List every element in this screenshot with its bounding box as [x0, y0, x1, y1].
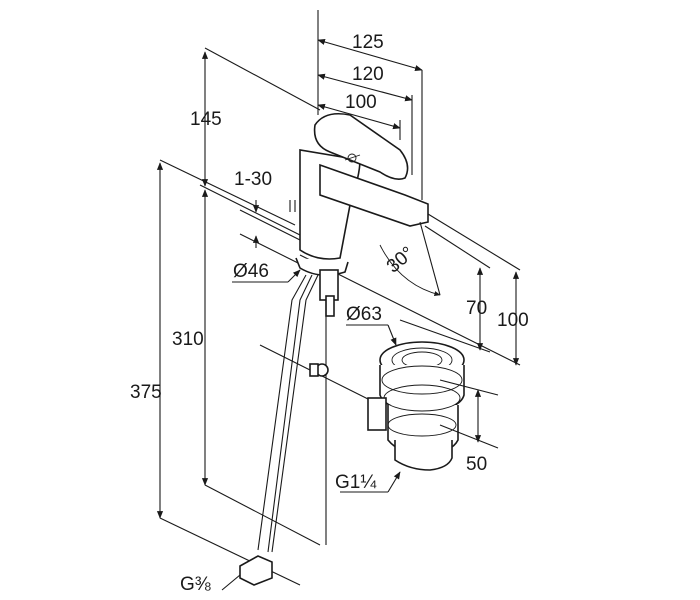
- pop-up-rod: [259, 300, 381, 545]
- waste-thread-dimension: G1¼: [335, 471, 401, 493]
- dim-g114: G1¼: [335, 472, 377, 493]
- spout: [319, 163, 429, 227]
- dim-diameter-63: Ø63: [346, 304, 382, 325]
- dim-100-right: 100: [497, 310, 529, 331]
- dim-diameter-46: Ø46: [233, 261, 269, 282]
- dim-100-top: 100: [345, 92, 377, 113]
- waste-depth-dimension: 50: [439, 379, 499, 475]
- waste-diameter-dimension: Ø63: [346, 304, 397, 346]
- dim-375: 375: [130, 382, 162, 403]
- mixer-body: 30°: [289, 112, 521, 366]
- waste-assembly: [367, 341, 465, 471]
- outlet-height-dimensions: 70 100: [399, 213, 529, 366]
- dim-1-30: 1-30: [234, 169, 272, 190]
- base-diameter-dimension: Ø46: [232, 261, 301, 283]
- supply-connector: [239, 555, 273, 586]
- dim-310: 310: [172, 329, 204, 350]
- dim-50: 50: [466, 454, 487, 475]
- supply-hoses: G⅜: [180, 274, 319, 595]
- deck-thickness-dimension: 1-30: [234, 169, 301, 265]
- lever-handle: [313, 112, 409, 180]
- dim-125: 125: [352, 32, 384, 53]
- height-dimensions: 145 310 375: [130, 47, 321, 586]
- spout-reach-dimensions: 125 120 100: [317, 10, 423, 200]
- dim-120: 120: [352, 64, 384, 85]
- dim-145: 145: [190, 109, 222, 130]
- dim-70: 70: [466, 298, 487, 319]
- dim-g38: G⅜: [180, 574, 211, 595]
- dim-angle-30: 30°: [383, 243, 419, 278]
